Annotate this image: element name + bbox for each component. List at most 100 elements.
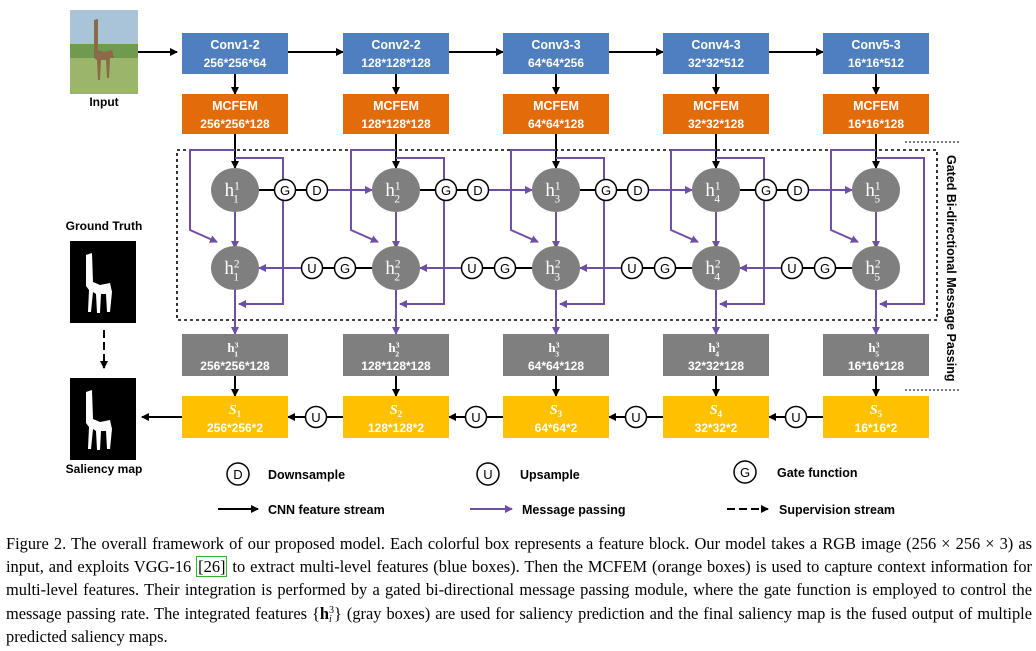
legend-gate-letter: G — [740, 465, 750, 480]
h2-node-4 — [692, 246, 740, 290]
citation-link[interactable]: [26] — [196, 556, 228, 578]
downsample-top-3-letter: D — [633, 183, 642, 198]
downsample-top-2 — [466, 178, 490, 202]
upsample-saliency-3-letter: U — [631, 410, 640, 425]
h3-block-2 — [343, 334, 449, 376]
upsample-saliency-1 — [304, 405, 328, 429]
legend-downsample-symbol — [226, 462, 250, 486]
skip-path-left-1 — [189, 149, 235, 243]
mcfem-block-5 — [823, 94, 929, 134]
legend-supervision-text: Supervision stream — [779, 503, 895, 517]
conv-block-name-4: Conv4-3 — [691, 38, 740, 52]
conv-block-name-1: Conv1-2 — [210, 38, 259, 52]
skip-path-right-5 — [876, 157, 925, 308]
upsample-saliency-2-letter: U — [471, 410, 480, 425]
h3-block-1 — [182, 334, 288, 376]
gbmp-vertical-label: Gated Bi-directional Message Passing — [944, 155, 958, 381]
h1-node-5 — [852, 168, 900, 212]
gate-bottom-3-letter: G — [660, 261, 670, 276]
ground-truth-image — [70, 241, 136, 323]
upsample-saliency-3 — [624, 405, 648, 429]
legend-upsample-symbol — [476, 462, 500, 486]
figure-caption: Figure 2. The overall framework of our p… — [6, 532, 1032, 648]
saliency-block-size-3: 64*64*2 — [535, 421, 578, 435]
h3-block-5 — [823, 334, 929, 376]
gate-bottom-2 — [493, 256, 517, 280]
legend-gate-text: Gate function — [777, 466, 858, 480]
saliency-block-4 — [663, 396, 769, 438]
conv-block-size-3: 64*64*256 — [528, 56, 584, 70]
downsample-top-2-letter: D — [473, 183, 482, 198]
h1-node-1 — [211, 168, 259, 212]
downsample-top-1-letter: D — [312, 183, 321, 198]
conv-block-name-5: Conv5-3 — [851, 38, 900, 52]
caption-part-2: to extract multi-level features (blue bo… — [6, 557, 1032, 623]
h2-node-2 — [372, 246, 420, 290]
upsample-bottom-2-letter: U — [467, 261, 476, 276]
mcfem-block-1 — [182, 94, 288, 134]
upsample-saliency-4-letter: U — [791, 410, 800, 425]
downsample-top-4 — [786, 178, 810, 202]
mcfem-block-size-3: 64*64*128 — [528, 117, 584, 131]
downsample-top-3 — [626, 178, 650, 202]
h1-node-3 — [532, 168, 580, 212]
gate-top-3-letter: G — [601, 183, 611, 198]
input-image — [70, 10, 138, 94]
mcfem-block-name-5: MCFEM — [853, 99, 899, 113]
h3-block-4 — [663, 334, 769, 376]
h3-block-size-1: 256*256*128 — [200, 359, 270, 373]
conv-block-5 — [823, 33, 929, 74]
upsample-bottom-4-letter: U — [787, 261, 796, 276]
legend-message-text: Message passing — [522, 503, 626, 517]
gate-top-4 — [754, 178, 778, 202]
saliency-block-3 — [503, 396, 609, 438]
saliency-block-label-1: S1 — [229, 403, 242, 419]
gate-bottom-1 — [333, 256, 357, 280]
h3-block-size-4: 32*32*128 — [688, 359, 744, 373]
upsample-bottom-3 — [620, 256, 644, 280]
caption-part-3: } (gray boxes) are used for saliency pre… — [6, 603, 1032, 646]
legend-downsample-text: Downsample — [268, 468, 345, 482]
saliency-block-size-1: 256*256*2 — [207, 421, 263, 435]
legend-upsample-letter: U — [483, 467, 492, 482]
saliency-block-size-4: 32*32*2 — [695, 421, 738, 435]
conv-block-size-4: 32*32*512 — [688, 56, 744, 70]
mcfem-block-3 — [503, 94, 609, 134]
downsample-top-1 — [305, 178, 329, 202]
conv-block-name-2: Conv2-2 — [371, 38, 420, 52]
gate-bottom-4 — [813, 256, 837, 280]
ground-truth-label: Ground Truth — [66, 219, 143, 233]
legend-downsample-letter: D — [233, 467, 242, 482]
gate-bottom-3 — [653, 256, 677, 280]
mcfem-block-size-2: 128*128*128 — [361, 117, 431, 131]
saliency-block-5 — [823, 396, 929, 438]
mcfem-block-size-1: 256*256*128 — [200, 117, 270, 131]
gate-top-3 — [594, 178, 618, 202]
h2-node-1 — [211, 246, 259, 290]
saliency-block-label-3: S3 — [550, 403, 563, 419]
saliency-block-size-5: 16*16*2 — [855, 421, 898, 435]
saliency-block-2 — [343, 396, 449, 438]
h2-node-5 — [852, 246, 900, 290]
upsample-saliency-1-letter: U — [311, 410, 320, 425]
upsample-bottom-1 — [300, 256, 324, 280]
skip-path-right-3 — [556, 157, 605, 308]
upsample-bottom-2 — [460, 256, 484, 280]
legend-gate-symbol — [733, 460, 757, 484]
conv-block-1 — [182, 33, 288, 74]
upsample-bottom-4 — [780, 256, 804, 280]
gate-top-2 — [434, 178, 458, 202]
h3-block-size-5: 16*16*128 — [848, 359, 904, 373]
mcfem-block-2 — [343, 94, 449, 134]
mcfem-block-name-3: MCFEM — [533, 99, 579, 113]
skip-path-right-1 — [235, 157, 284, 308]
upsample-bottom-3-letter: U — [627, 261, 636, 276]
